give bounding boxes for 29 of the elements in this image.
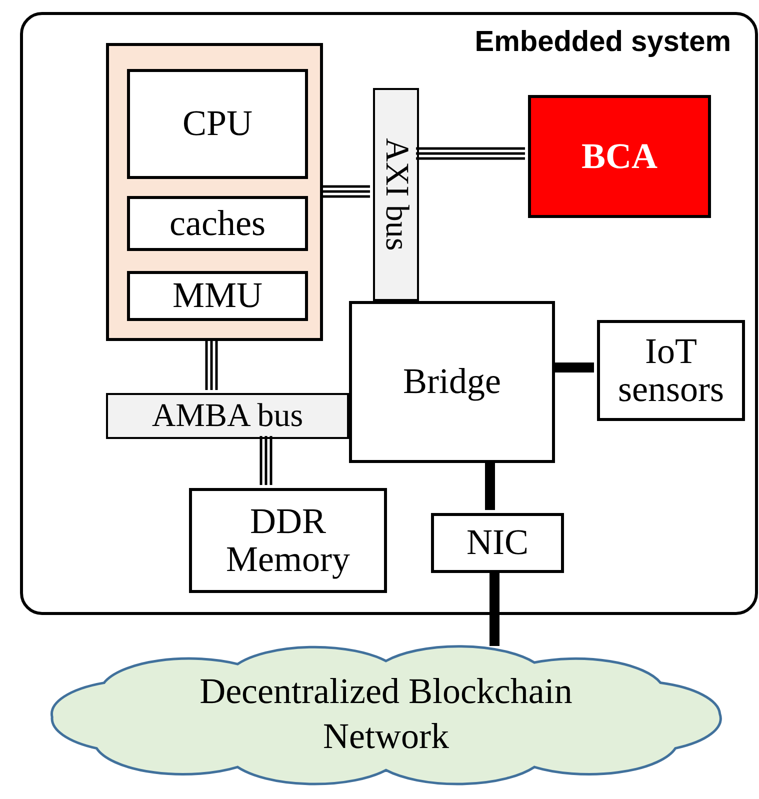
- component-label: IoT sensors: [617, 332, 725, 408]
- bus-bar: [106, 393, 349, 439]
- component-box: [431, 513, 564, 573]
- connector-line: [485, 460, 495, 510]
- bus-label: AMBA bus: [152, 398, 304, 434]
- accelerator-box: [528, 95, 711, 218]
- component-label: MMU: [172, 277, 263, 315]
- component-box: [189, 488, 387, 593]
- component-label: caches: [170, 204, 266, 242]
- component-box: [597, 320, 745, 421]
- component-box: [127, 271, 308, 321]
- component-label: CPU: [182, 105, 253, 143]
- component-box: [127, 196, 308, 251]
- processor-block: [106, 43, 323, 341]
- system-boundary: [20, 12, 758, 615]
- bus-connector: [414, 147, 526, 160]
- component-label: Decentralized Blockchain Network: [198, 670, 574, 758]
- connector-line: [552, 362, 594, 372]
- component-label: Bridge: [403, 363, 501, 401]
- component-label: BCA: [581, 138, 658, 176]
- component-label: DDR Memory: [225, 502, 351, 578]
- bus-connector: [260, 434, 272, 486]
- component-box: [127, 69, 308, 179]
- component-box: [349, 301, 555, 463]
- component-label: NIC: [466, 524, 528, 562]
- system-label: Embedded system: [474, 27, 731, 58]
- bus-bar: [373, 88, 419, 301]
- bus-label: AXI bus: [378, 138, 414, 251]
- connector-line: [490, 570, 500, 646]
